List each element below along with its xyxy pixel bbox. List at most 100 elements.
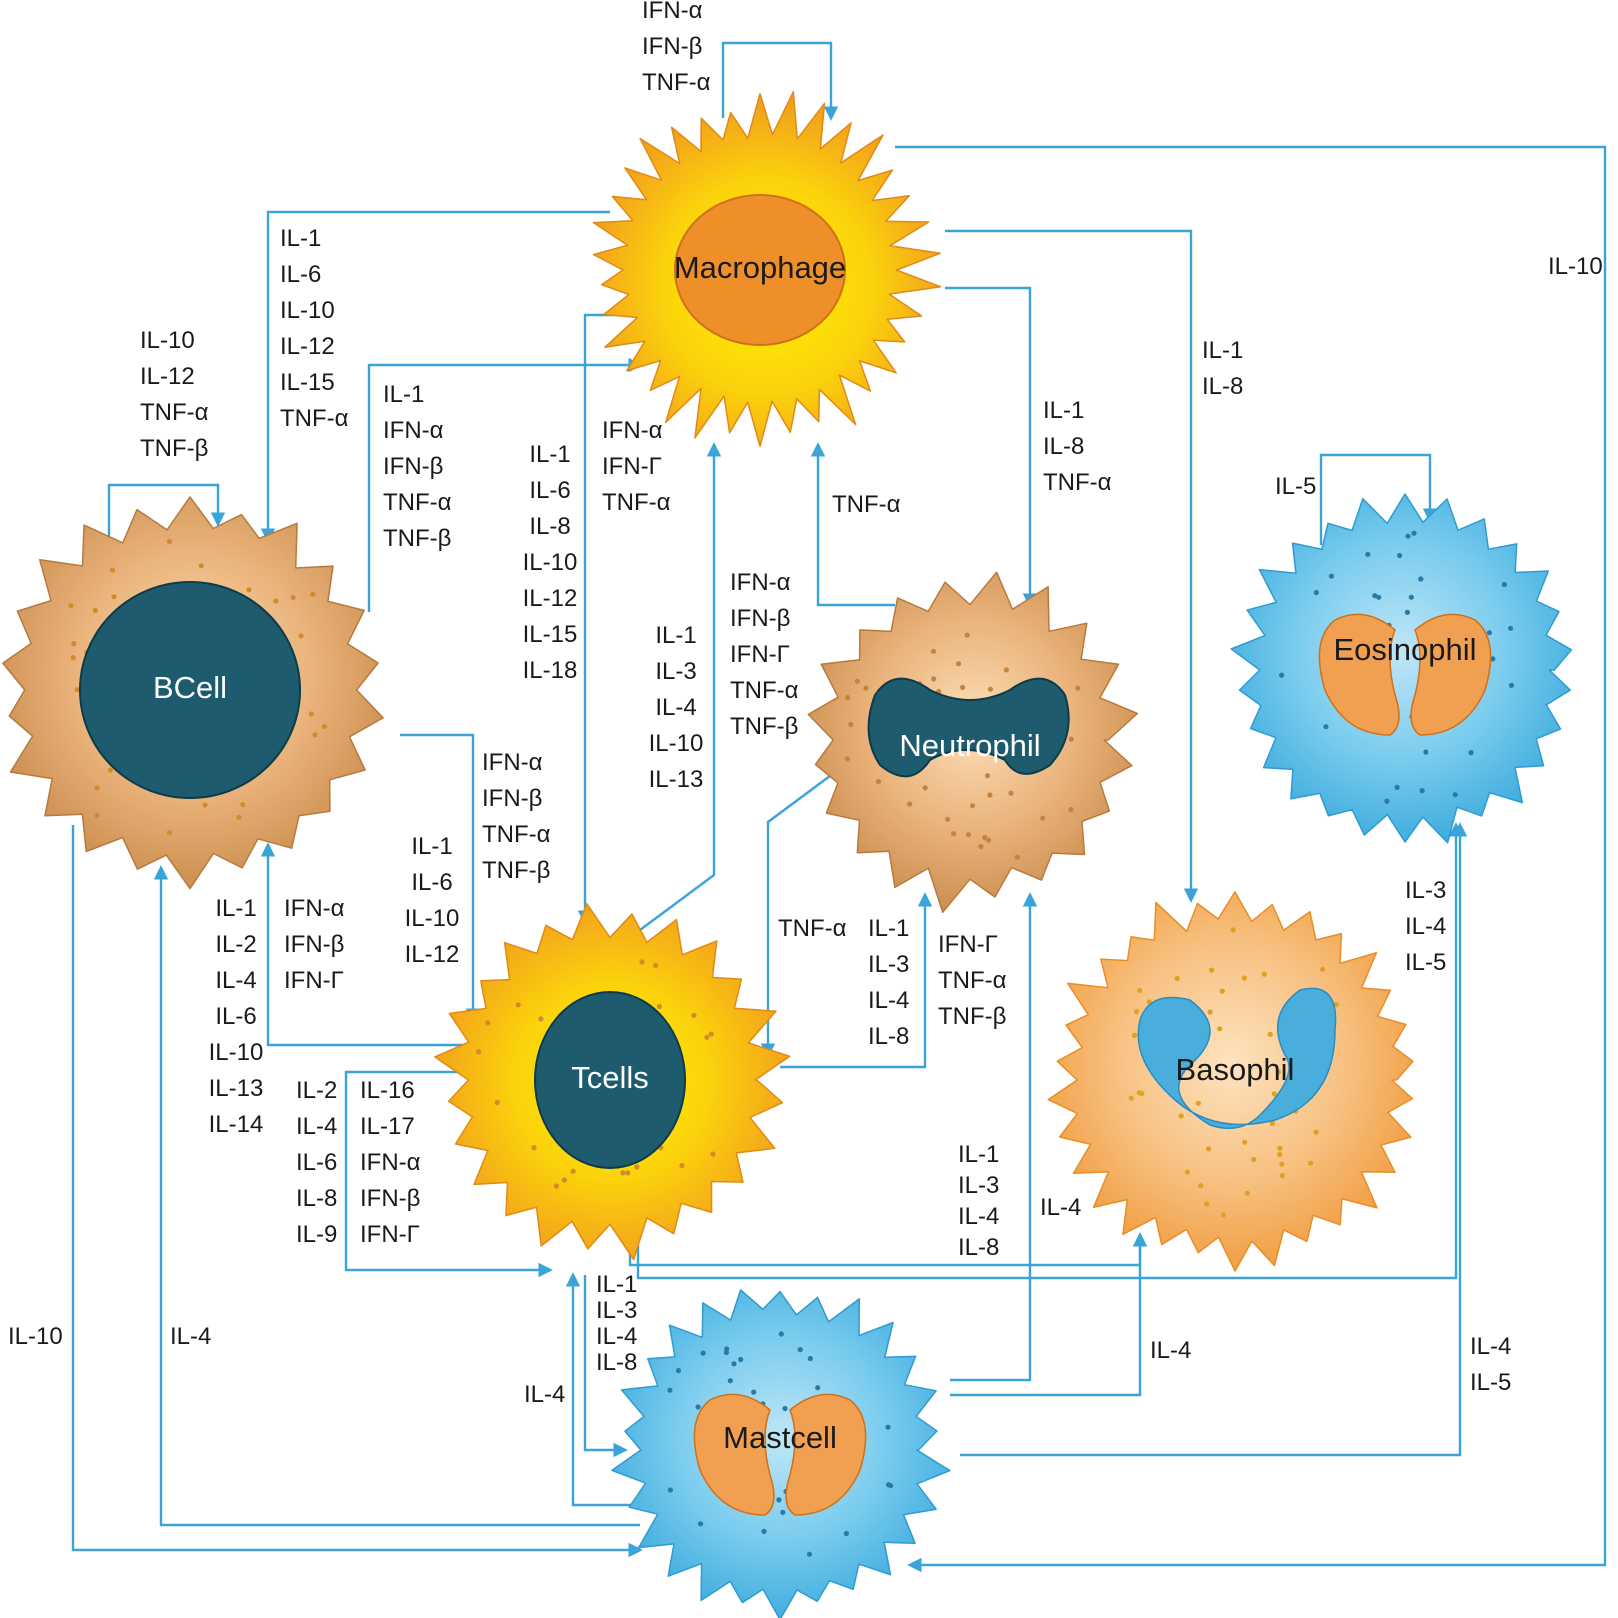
granule-dot — [94, 785, 100, 791]
arrow-neutro-to-tcells — [760, 769, 839, 1058]
cytokine-label: IL-12 — [280, 333, 335, 360]
granule-dot — [246, 587, 252, 593]
granule-dot — [931, 676, 937, 682]
cytokine-label: IL-1 — [655, 622, 696, 649]
granule-dot — [653, 962, 659, 969]
granule-dot — [1198, 1183, 1204, 1189]
cytokine-label: TNF-β — [482, 857, 550, 884]
neutrophil-cell: Neutrophil — [807, 571, 1139, 914]
granule-dot — [1404, 609, 1410, 616]
granule-dot — [844, 756, 850, 762]
granule-dot — [776, 1497, 782, 1503]
cytokine-label: IL-10 — [1548, 253, 1603, 280]
cytokine-label: TNF-β — [730, 713, 798, 740]
cytokine-label: IL-2 — [215, 931, 256, 958]
cytokine-label: IL-13 — [209, 1075, 264, 1102]
granule-dot — [634, 1164, 640, 1170]
granule-dot — [1178, 1113, 1184, 1119]
arrow-macro-to-neutro — [945, 286, 1038, 608]
label-macro-to-baso: IL-1IL-8 — [1202, 337, 1243, 400]
granule-dot — [945, 816, 951, 822]
granule-dot — [1014, 854, 1021, 860]
arrow-tcells-to-macro — [639, 442, 722, 931]
granule-dot — [854, 678, 860, 684]
arrow-neutro-to-macro — [810, 442, 895, 607]
granule-dot — [723, 1349, 730, 1356]
cytokine-label: IL-4 — [524, 1381, 565, 1408]
granule-dot — [978, 843, 984, 850]
cytokine-label: IFN-β — [482, 785, 542, 812]
granule-dot — [667, 1387, 673, 1393]
arrow-macro-to-bcell — [260, 210, 610, 543]
cytokine-label: IL-2 — [296, 1077, 337, 1104]
cytokine-label: IL-1 — [383, 381, 424, 408]
cytokine-label: IFN-Γ — [284, 967, 344, 994]
granule-dot — [1134, 1009, 1140, 1015]
cytokine-label: IL-8 — [529, 513, 570, 540]
cytokine-label: IFN-β — [642, 33, 702, 60]
granule-dot — [885, 1424, 891, 1430]
macrophage-nucleus — [674, 194, 846, 346]
cytokine-label: IFN-α — [730, 569, 791, 596]
cytokine-label: IL-8 — [958, 1234, 999, 1261]
granule-dot — [1251, 1156, 1257, 1163]
arrow-tcells-to-mast — [583, 1275, 628, 1458]
cytokine-label: IFN-α — [360, 1149, 421, 1176]
cytokine-label: IL-12 — [405, 941, 460, 968]
granule-dot — [1418, 576, 1424, 582]
cytokine-label: IL-8 — [868, 1023, 909, 1050]
granule-dot — [1209, 967, 1215, 973]
cytokine-label: TNF-α — [602, 489, 671, 516]
granule-dot — [71, 641, 77, 647]
granule-dot — [807, 1355, 813, 1362]
tcells-name: Tcells — [571, 1060, 649, 1095]
cytokine-labels: IFN-αIFN-βTNF-αIL-1IL-6IL-10IL-12IL-15TN… — [8, 0, 1603, 1408]
granule-dot — [1508, 625, 1514, 631]
granule-dot — [965, 832, 972, 838]
label-tcells-self-a: IL-2IL-4IL-6IL-8IL-9 — [296, 1077, 337, 1248]
granule-dot — [1075, 685, 1081, 691]
cytokine-label: IL-4 — [215, 967, 256, 994]
granule-dot — [236, 814, 242, 820]
tcells-nucleus — [534, 991, 686, 1169]
granule-dot — [984, 773, 991, 779]
cytokine-label: IL-3 — [868, 951, 909, 978]
cytokine-label: IL-1 — [596, 1271, 637, 1298]
cytokine-label: IL-6 — [296, 1149, 337, 1176]
cytokine-label: IL-4 — [1150, 1337, 1191, 1364]
granule-dot — [1308, 1160, 1314, 1166]
cytokine-label: IL-4 — [958, 1203, 999, 1230]
tcells-cell: Tcells — [434, 903, 791, 1261]
granule-dot — [727, 1378, 733, 1384]
granule-dot — [679, 1162, 685, 1169]
granule-dot — [731, 1361, 737, 1367]
arrow-macro-to-baso — [945, 229, 1199, 903]
granule-dot — [960, 684, 966, 691]
cytokine-label: TNF-α — [730, 677, 799, 704]
granule-dot — [667, 1487, 674, 1493]
granule-dot — [1206, 1146, 1212, 1152]
granule-dot — [1131, 1032, 1137, 1038]
cytokine-label: IFN-Γ — [360, 1221, 420, 1248]
granule-dot — [1139, 1090, 1145, 1097]
cytokine-label: IFN-Γ — [730, 641, 790, 668]
granule-dot — [751, 1389, 757, 1395]
granule-dot — [1508, 682, 1515, 689]
cytokine-label: IL-4 — [170, 1323, 211, 1350]
cytokine-label: TNF-α — [280, 405, 349, 432]
cytokine-label: TNF-α — [482, 821, 551, 848]
granule-dot — [930, 648, 937, 654]
label-mast-to-eos: IL-4IL-5 — [1470, 1333, 1511, 1396]
arrow-tcells-self — [344, 1070, 553, 1278]
cytokine-label: IFN-β — [383, 453, 443, 480]
cytokine-label: IFN-Γ — [938, 931, 998, 958]
arrow-tcells-to-neutro — [780, 892, 933, 1069]
arrow-bcell-self — [107, 483, 226, 555]
